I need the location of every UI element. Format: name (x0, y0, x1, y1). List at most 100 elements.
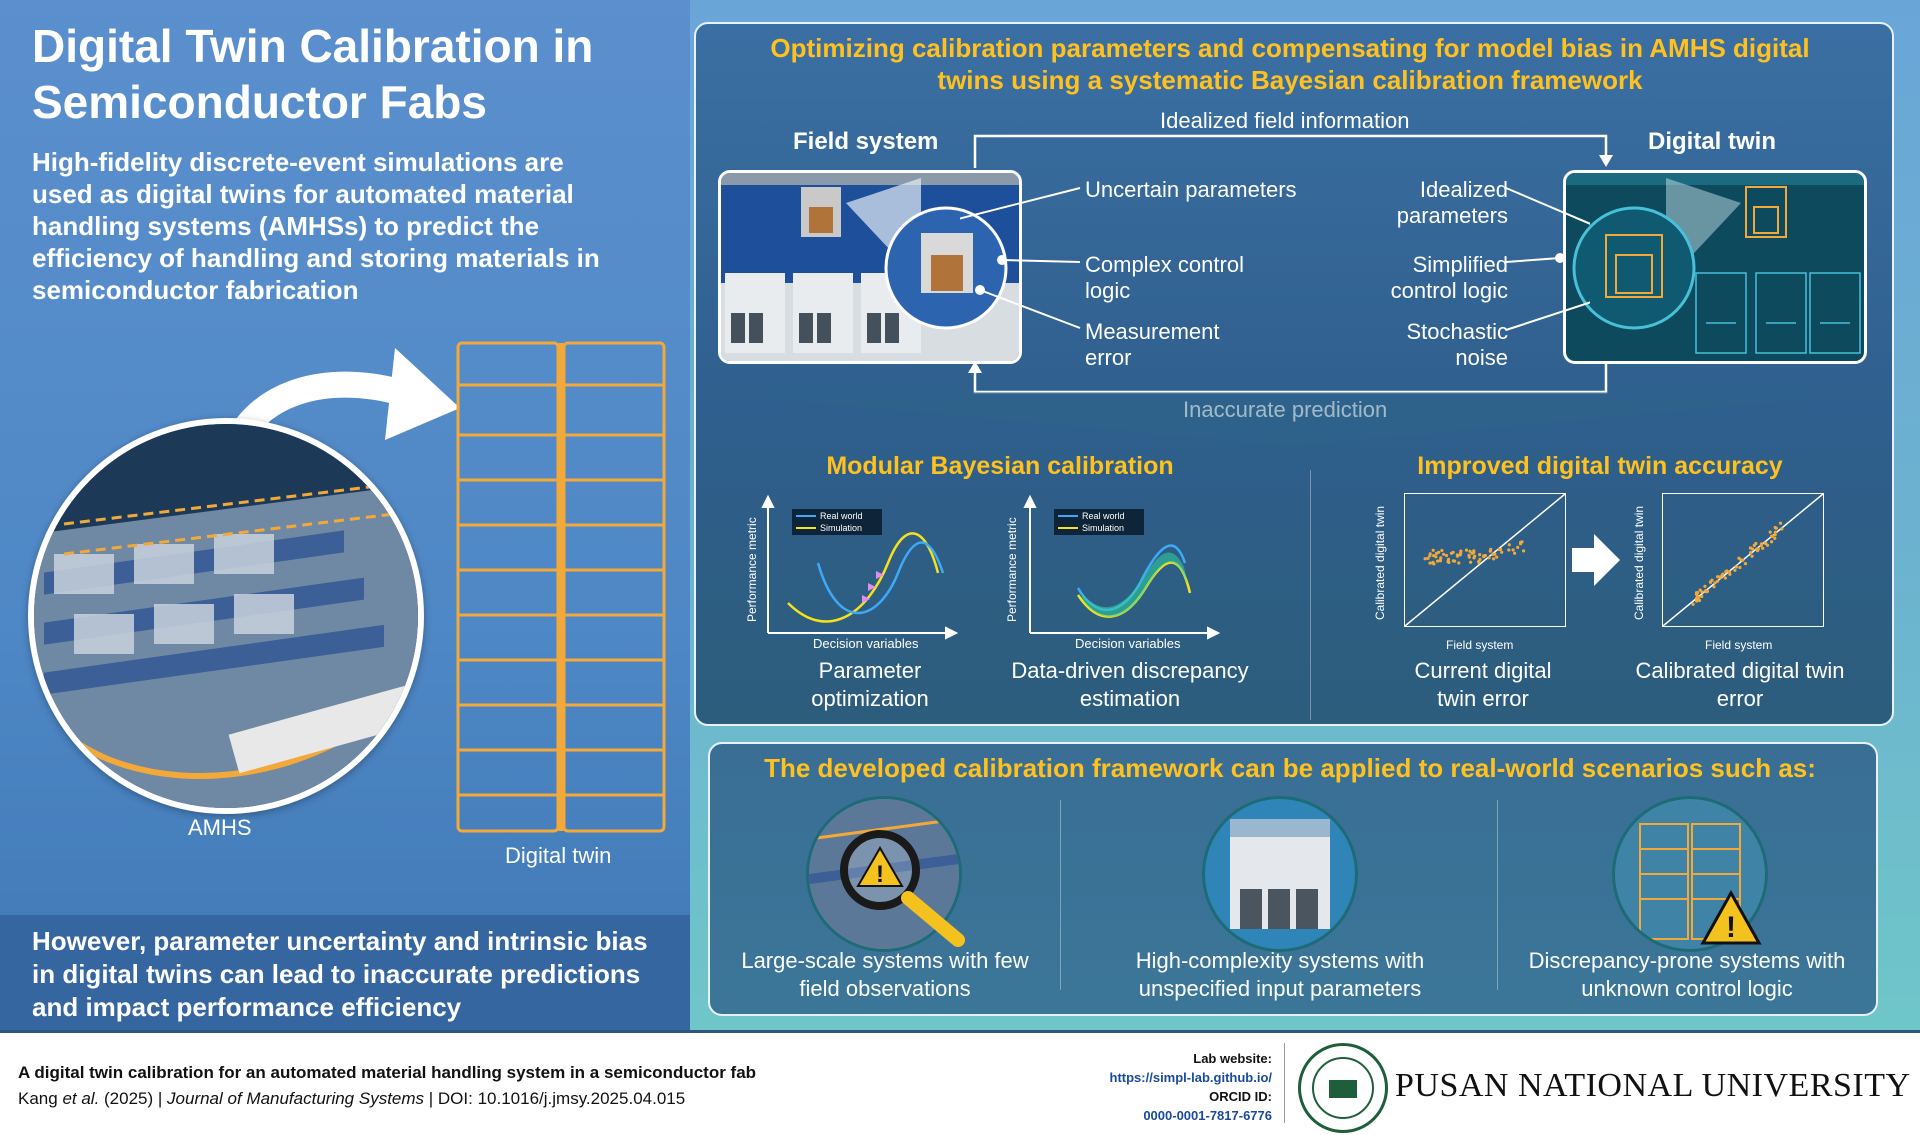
twin-label-1: Idealized parameters (1396, 177, 1508, 228)
magnifier-warning-icon: ! (840, 830, 965, 947)
scatter-point (1709, 580, 1713, 584)
digital-twin-title: Digital twin (1648, 128, 1776, 155)
chart4-ylabel: Calibrated digital twin (1632, 505, 1646, 620)
applications-headline: The developed calibration framework can … (764, 753, 1816, 783)
scatter-point (1437, 550, 1441, 554)
scatter-point (1695, 599, 1699, 603)
parameter-optimization-chart: Real world Simulation (761, 494, 958, 640)
orcid-link[interactable]: 0000-0001-7817-6776 (1143, 1108, 1272, 1123)
chart1-legend-sim: Simulation (820, 523, 862, 533)
digital-twin-rack-icon (456, 341, 666, 833)
scatter-point (1691, 602, 1695, 606)
scatter-point (1700, 590, 1704, 594)
chart3-ylabel: Calibrated digital twin (1373, 505, 1387, 620)
scatter-point (1768, 530, 1772, 534)
lab-website-link[interactable]: https://simpl-lab.github.io/ (1109, 1070, 1272, 1085)
scatter-point (1449, 551, 1453, 555)
chart2-caption: Data-driven discrepancy estimation (1011, 658, 1249, 711)
scatter-point (1700, 594, 1704, 599)
chart1-ylabel: Performance metric (745, 517, 759, 622)
svg-text:!: ! (876, 861, 884, 888)
scatter-point (1470, 551, 1474, 555)
chart1-xlabel: Decision variables (813, 636, 919, 651)
scatter-point (1455, 553, 1459, 557)
scatter-point (1513, 551, 1517, 555)
scatter-point (1487, 556, 1491, 560)
scatter-point (1499, 547, 1503, 551)
twin-label-3: Stochastic noise (1406, 319, 1509, 370)
footer: A digital twin calibration for an automa… (0, 1030, 1920, 1135)
scatter-point (1738, 565, 1742, 570)
scatter-point (1457, 561, 1461, 565)
scatter-point (1773, 530, 1777, 534)
panel-chevron (696, 392, 1888, 446)
top-headline: Optimizing calibration parameters and co… (770, 33, 1810, 95)
scatter-point (1459, 549, 1463, 553)
scatter-point (1446, 560, 1450, 564)
scatter-point (1467, 553, 1471, 557)
scatter-point (1703, 584, 1707, 588)
scatter-point (1733, 568, 1737, 572)
field-system-title: Field system (793, 128, 939, 155)
digital-twin-label: Digital twin (505, 843, 612, 868)
scatter-point (1734, 565, 1738, 569)
chart3-caption: Current digital twin error (1414, 658, 1552, 711)
bottom-note: However, parameter uncertainty and intri… (0, 915, 690, 1030)
scatter-point (1438, 558, 1442, 562)
digital-twin-image (1563, 170, 1867, 364)
top-panel (694, 22, 1894, 726)
feedback-arrows (968, 134, 1613, 394)
scatter-point (1724, 570, 1728, 574)
intro-text: High-fidelity discrete-event simulations… (32, 147, 600, 305)
journal-name: Journal of Manufacturing Systems (167, 1089, 425, 1108)
chart2-legend-sim: Simulation (1082, 523, 1124, 533)
scatter-point (1472, 549, 1476, 553)
field-label-1: Uncertain parameters (1085, 177, 1297, 202)
discrepancy-estimation-chart: Real world Simulation (1023, 494, 1220, 640)
svg-text:!: ! (1726, 911, 1736, 944)
chart3-xlabel: Field system (1446, 638, 1514, 652)
scatter-point (1507, 543, 1511, 547)
app-divider-2 (1497, 800, 1498, 990)
scatter-point (1440, 548, 1444, 553)
scatter-point (1500, 550, 1504, 554)
application-2-caption: High-complexity systems with unspecified… (1135, 948, 1425, 1001)
scatter-point (1770, 534, 1774, 538)
scatter-point (1778, 521, 1783, 525)
scatter-point (1754, 541, 1758, 546)
scatter-point (1773, 536, 1777, 540)
field-label-2: Complex control logic (1085, 252, 1244, 303)
warning-icon: ! (1700, 890, 1762, 945)
label-connectors (960, 187, 1590, 331)
chart4-xlabel: Field system (1705, 638, 1773, 652)
bottom-note-text: However, parameter uncertainty and intri… (32, 926, 648, 1022)
university-name: PUSAN NATIONAL UNIVERSITY (1395, 1067, 1911, 1104)
scatter-point (1696, 596, 1700, 600)
scatter-point (1432, 562, 1436, 566)
scatter-point (1756, 549, 1760, 553)
scatter-point (1704, 590, 1709, 594)
scatter-point (1712, 585, 1716, 589)
scatter-point (1721, 572, 1725, 576)
citation: Kang et al. (2025) | Journal of Manufact… (18, 1089, 686, 1108)
scatter-point (1728, 572, 1732, 576)
scatter-point (1477, 561, 1481, 565)
scatter-point (1522, 549, 1526, 553)
scatter-point (1713, 581, 1717, 585)
scatter-point (1780, 527, 1784, 531)
scatter-point (1750, 554, 1754, 558)
mid-divider (1310, 470, 1311, 720)
scatter-point (1442, 552, 1446, 556)
scatter-point (1473, 554, 1477, 558)
left-panel: Digital Twin Calibration in Semiconducto… (0, 0, 690, 1030)
scatter-point (1694, 591, 1699, 595)
scatter-point (1723, 576, 1727, 580)
page-title: Digital Twin Calibration in Semiconducto… (32, 20, 594, 128)
chart2-xlabel: Decision variables (1075, 636, 1181, 651)
scatter-point (1482, 555, 1486, 559)
footer-divider (1284, 1043, 1285, 1123)
scatter-point (1737, 556, 1741, 560)
idealized-info-label: Idealized field information (1160, 108, 1410, 133)
chart2-ylabel: Performance metric (1005, 517, 1019, 622)
scatter-point (1492, 557, 1496, 561)
